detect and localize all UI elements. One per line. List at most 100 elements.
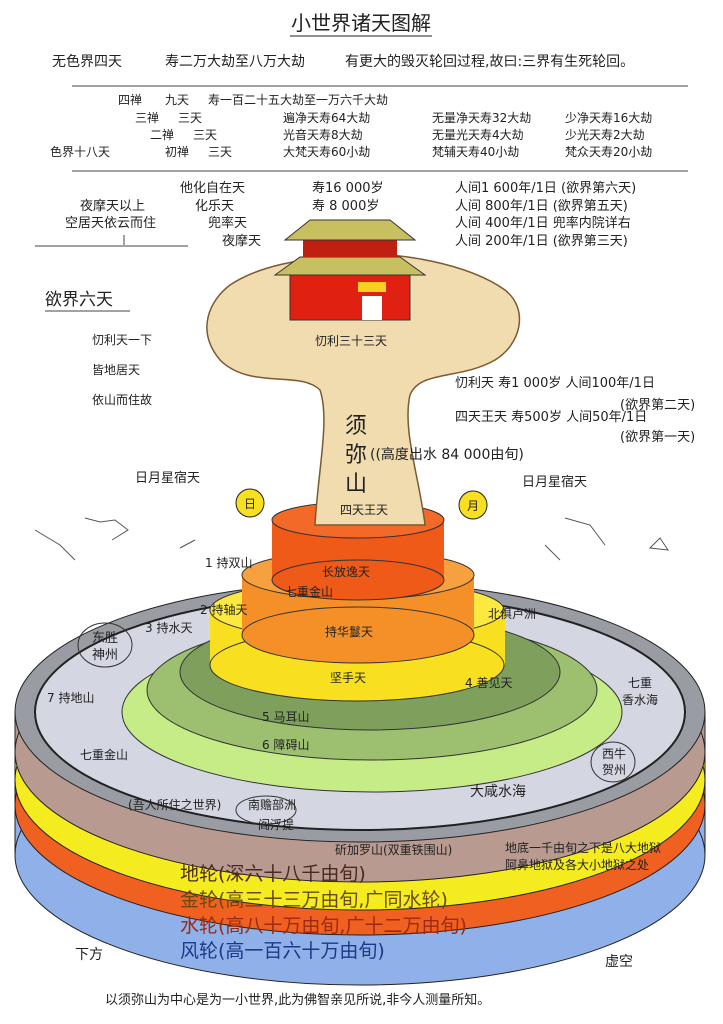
svg-text:化乐天: 化乐天	[195, 199, 234, 214]
svg-text:初禅: 初禅	[165, 145, 189, 159]
svg-text:梵众天寿20小劫: 梵众天寿20小劫	[565, 145, 652, 159]
void-label: 虚空	[605, 954, 633, 970]
svg-text:寿 8 000岁: 寿 8 000岁	[312, 199, 379, 214]
sun-label: 日	[244, 497, 256, 511]
svg-text:皆地居天: 皆地居天	[92, 363, 140, 377]
svg-text:色界十八天: 色界十八天	[50, 145, 110, 159]
svg-text:少净天寿16大劫: 少净天寿16大劫	[565, 111, 652, 125]
svg-text:梵辅天寿40小劫: 梵辅天寿40小劫	[432, 145, 519, 159]
svg-text:三天: 三天	[193, 128, 217, 142]
svg-text:无量光天寿4大劫: 无量光天寿4大劫	[432, 128, 524, 142]
svg-text:无色界四天: 无色界四天	[52, 53, 122, 70]
svg-text:寿一百二十五大劫至一万六千大劫: 寿一百二十五大劫至一万六千大劫	[208, 93, 388, 107]
svg-text:须: 须	[345, 414, 367, 439]
svg-text:斫加罗山(双重铁围山): 斫加罗山(双重铁围山)	[335, 843, 452, 857]
svg-text:北俱卢洲: 北俱卢洲	[488, 606, 536, 621]
svg-text:夜摩天以上: 夜摩天以上	[80, 198, 145, 214]
svg-text:风轮(高一百六十万由旬): 风轮(高一百六十万由旬)	[180, 940, 385, 962]
sun-icon	[235, 488, 265, 518]
svg-text:(欲界第二天): (欲界第二天)	[620, 397, 695, 413]
svg-text:人间 200年/1日 (欲界第三天): 人间 200年/1日 (欲界第三天)	[455, 233, 628, 249]
svg-text:4 善见天: 4 善见天	[465, 675, 512, 690]
svg-text:九天: 九天	[165, 93, 189, 107]
svg-text:香水海: 香水海	[622, 692, 658, 707]
svg-text:3 持水天: 3 持水天	[145, 620, 192, 635]
trayastrimsa-label: 忉利三十三天	[315, 334, 387, 348]
svg-text:四天王天 寿500岁 人间50年/1日: 四天王天 寿500岁 人间50年/1日	[455, 410, 647, 425]
seven-rings	[121, 501, 623, 793]
svg-text:1 持双山: 1 持双山	[205, 555, 252, 570]
svg-text:少光天寿2大劫: 少光天寿2大劫	[565, 128, 645, 142]
svg-text:寿二万大劫至八万大劫: 寿二万大劫至八万大劫	[165, 53, 305, 70]
svg-text:人间 800年/1日 (欲界第五天): 人间 800年/1日 (欲界第五天)	[455, 198, 628, 214]
svg-text:光音天寿8大劫: 光音天寿8大劫	[283, 127, 363, 142]
svg-text:七重: 七重	[628, 676, 652, 690]
svg-text:忉利天 寿1 000岁 人间100年/1日: 忉利天 寿1 000岁 人间100年/1日	[455, 376, 655, 391]
continent-south	[235, 795, 297, 825]
svg-text:地底一千由旬之下是八大地狱: 地底一千由旬之下是八大地狱	[505, 840, 661, 855]
svg-text:遍净天寿64大劫: 遍净天寿64大劫	[283, 111, 370, 125]
stars-label-right: 日月星宿天	[522, 474, 587, 490]
stars-label-left: 日月星宿天	[135, 470, 200, 486]
svg-text:2 持轴天: 2 持轴天	[200, 602, 247, 617]
svg-text:空居天依云而住: 空居天依云而住	[65, 216, 156, 231]
lower-heavens-info: 忉利天 寿1 000岁 人间100年/1日 (欲界第二天) 四天王天 寿500岁 …	[455, 376, 695, 445]
svg-text:(欲界第一天): (欲界第一天)	[620, 429, 695, 445]
svg-text:人间1 600年/1日 (欲界第六天): 人间1 600年/1日 (欲界第六天)	[455, 180, 636, 196]
form-realm: 四禅九天寿一百二十五大劫至一万六千大劫 三禅三天遍净天寿64大劫无量净天寿32大…	[50, 93, 652, 159]
svg-text:依山而住故: 依山而住故	[92, 392, 152, 407]
below-label: 下方	[75, 947, 103, 963]
svg-text:三天: 三天	[178, 111, 202, 125]
svg-text:无量净天寿32大劫: 无量净天寿32大劫	[432, 111, 531, 125]
svg-text:6 障碍山: 6 障碍山	[262, 737, 309, 752]
svg-text:弥: 弥	[345, 443, 367, 468]
svg-text:有更大的毁灭轮回过程,故曰:三界有生死轮回。: 有更大的毁灭轮回过程,故曰:三界有生死轮回。	[345, 54, 634, 70]
svg-text:四天王天: 四天王天	[340, 503, 388, 517]
svg-text:三禅: 三禅	[135, 111, 159, 125]
svg-text:神州: 神州	[92, 648, 118, 663]
page-title: 小世界诸天图解	[291, 11, 431, 35]
svg-text:阿鼻地狱及各大小地狱之处: 阿鼻地狱及各大小地狱之处	[505, 857, 649, 872]
svg-text:七重金山: 七重金山	[80, 747, 128, 762]
svg-text:大梵天寿60小劫: 大梵天寿60小劫	[283, 145, 370, 159]
svg-text:东胜: 东胜	[92, 631, 118, 646]
svg-text:((高度出水 84 000由旬): ((高度出水 84 000由旬)	[370, 446, 524, 463]
svg-text:南赡部洲: 南赡部洲	[248, 797, 296, 812]
footer-note: 以须弥山为中心是为一小世界,此为佛智亲见所说,非今人测量所知。	[105, 992, 490, 1008]
svg-text:四禅: 四禅	[118, 93, 142, 107]
svg-text:(吾人所住之世界): (吾人所住之世界)	[128, 798, 221, 812]
svg-text:持华鬘天: 持华鬘天	[325, 624, 373, 639]
desire-heavens: 他化自在天 寿16 000岁 人间1 600年/1日 (欲界第六天) 化乐天 寿 8 …	[65, 180, 636, 249]
svg-text:人间 400年/1日 兜率内院详右: 人间 400年/1日 兜率内院详右	[455, 215, 631, 231]
formless-row: 无色界四天 寿二万大劫至八万大劫 有更大的毁灭轮回过程,故曰:三界有生死轮回。	[52, 53, 634, 70]
svg-text:金轮(高三十三万由旬,广同水轮): 金轮(高三十三万由旬,广同水轮)	[180, 889, 448, 911]
wheel-layers: 地轮(深六十八千由旬) 金轮(高三十三万由旬,广同水轮) 水轮(高八十万由旬,广…	[180, 863, 467, 962]
desire-realm-heading: 欲界六天	[45, 290, 113, 310]
svg-text:夜摩天: 夜摩天	[222, 233, 261, 249]
moon-label: 月	[467, 499, 479, 513]
svg-text:大咸水海: 大咸水海	[470, 784, 526, 800]
svg-text:三天: 三天	[208, 145, 232, 159]
moon-icon	[458, 490, 488, 520]
constellation-icon	[34, 517, 670, 561]
svg-text:忉利天一下: 忉利天一下	[92, 333, 152, 347]
svg-text:兜率天: 兜率天	[208, 215, 247, 231]
svg-text:水轮(高八十万由旬,广十二万由旬): 水轮(高八十万由旬,广十二万由旬)	[180, 915, 467, 937]
palace-icon	[273, 219, 427, 321]
svg-text:地轮(深六十八千由旬): 地轮(深六十八千由旬)	[180, 863, 366, 885]
svg-text:七重金山: 七重金山	[285, 584, 333, 599]
svg-text:贺州: 贺州	[602, 763, 626, 777]
svg-text:西牛: 西牛	[602, 746, 626, 761]
svg-text:他化自在天: 他化自在天	[180, 181, 245, 196]
svg-text:7 持地山: 7 持地山	[47, 690, 94, 705]
svg-text:5 马耳山: 5 马耳山	[262, 710, 309, 724]
svg-text:山: 山	[345, 472, 367, 497]
sumeru-label: 须 弥 山 ((高度出水 84 000由旬) 四天王天	[340, 414, 524, 517]
svg-text:寿16 000岁: 寿16 000岁	[312, 181, 384, 196]
